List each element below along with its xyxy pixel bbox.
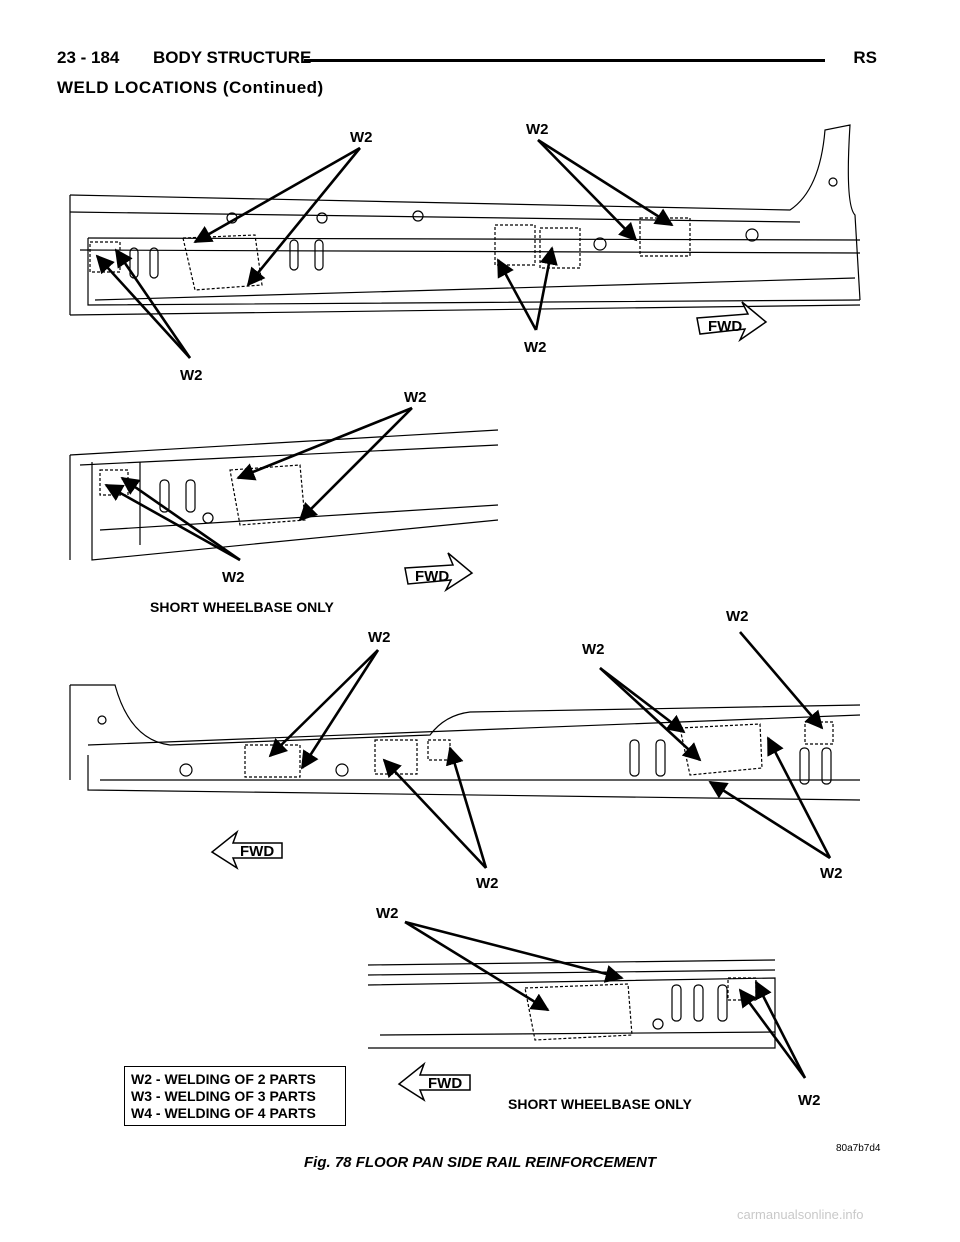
- weld-label: W2: [820, 865, 843, 882]
- fwd-arrow-right: FWD: [696, 301, 768, 343]
- weld-label: W2: [476, 875, 499, 892]
- subtitle: WELD LOCATIONS (Continued): [57, 78, 324, 97]
- weld-label: W2: [726, 608, 749, 625]
- diagram-upper-arrows: [95, 138, 674, 359]
- fwd-label: FWD: [708, 318, 742, 335]
- weld-legend: W2 - WELDING OF 2 PARTS W3 - WELDING OF …: [124, 1066, 346, 1126]
- weld-label: W2: [404, 389, 427, 406]
- diagram-lower-rail: [69, 684, 861, 801]
- model-code: RS: [853, 48, 877, 67]
- page-header: 23 - 184 BODY STRUCTURE RS: [57, 44, 877, 74]
- diagram-upper-rail: [69, 124, 861, 316]
- legend-w3: W3 - WELDING OF 3 PARTS: [131, 1088, 316, 1104]
- weld-label: W2: [376, 905, 399, 922]
- weld-label: W2: [222, 569, 245, 586]
- weld-label: W2: [524, 339, 547, 356]
- fwd-arrow-right: FWD: [404, 552, 474, 593]
- header-rule: [304, 59, 825, 62]
- legend-w4: W4 - WELDING OF 4 PARTS: [131, 1105, 316, 1121]
- diagram-short-wheelbase-upper: [69, 429, 499, 561]
- diagram-short-wheelbase-lower: [367, 959, 776, 1049]
- weld-label: W2: [526, 121, 549, 138]
- fwd-arrow-left: FWD: [210, 829, 283, 870]
- fwd-arrow-left: FWD: [397, 1061, 471, 1102]
- page-number: 23 - 184: [57, 48, 120, 67]
- section-title: BODY STRUCTURE: [153, 48, 312, 67]
- weld-label: W2: [798, 1092, 821, 1109]
- figure-caption: Fig. 78 FLOOR PAN SIDE RAIL REINFORCEMEN…: [304, 1154, 656, 1171]
- weld-label: W2: [368, 629, 391, 646]
- figure-code: 80a7b7d4: [836, 1143, 881, 1154]
- diagram-lower-rail-arrows: [268, 631, 832, 869]
- weld-label: W2: [180, 367, 203, 384]
- diagram-short-wheelbase-lower-arrows: [404, 920, 807, 1079]
- short-wheelbase-note: SHORT WHEELBASE ONLY: [508, 1096, 692, 1112]
- fwd-label: FWD: [415, 568, 449, 585]
- short-wheelbase-note: SHORT WHEELBASE ONLY: [150, 599, 334, 615]
- watermark: carmanualsonline.info: [737, 1207, 864, 1222]
- weld-label: W2: [582, 641, 605, 658]
- weld-label: W2: [350, 129, 373, 146]
- fwd-label: FWD: [240, 843, 274, 860]
- legend-w2: W2 - WELDING OF 2 PARTS: [131, 1071, 316, 1087]
- diagram-short-wheelbase-upper-arrows: [104, 406, 413, 562]
- fwd-label: FWD: [428, 1075, 462, 1092]
